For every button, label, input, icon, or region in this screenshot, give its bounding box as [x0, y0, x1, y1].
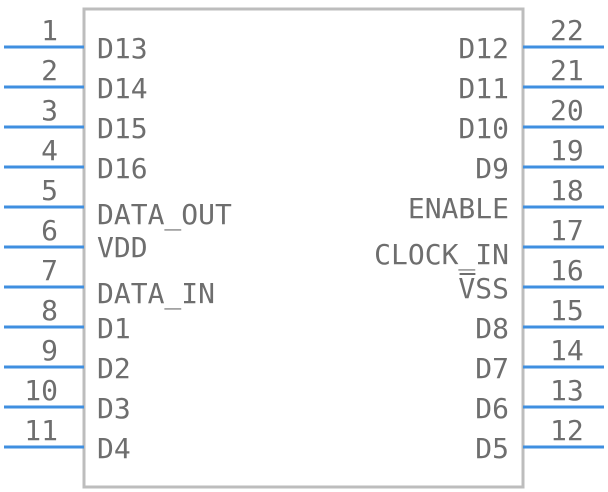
pin-label-4: D16 — [97, 152, 148, 185]
pin-number-11: 11 — [24, 414, 58, 447]
pin-label-13: D6 — [475, 392, 509, 425]
pin-label-12: D5 — [475, 432, 509, 465]
pin-label-14: D7 — [475, 352, 509, 385]
pin-number-18: 18 — [550, 174, 584, 207]
pin-number-5: 5 — [41, 174, 58, 207]
pin-label-6: VDD — [97, 231, 148, 264]
pin-label-21: D11 — [458, 72, 509, 105]
pin-number-6: 6 — [41, 214, 58, 247]
pin-label-8: D1 — [97, 312, 131, 345]
pin-label-9: D2 — [97, 352, 131, 385]
pin-number-1: 1 — [41, 14, 58, 47]
pin-number-21: 21 — [550, 54, 584, 87]
pin-label-5: DATA_OUT — [97, 198, 232, 232]
pin-label-22: D12 — [458, 32, 509, 65]
pin-number-17: 17 — [550, 214, 584, 247]
pin-label-16: VSS — [458, 272, 509, 305]
pin-number-15: 15 — [550, 294, 584, 327]
pin-number-3: 3 — [41, 94, 58, 127]
pin-number-10: 10 — [24, 374, 58, 407]
pin-number-13: 13 — [550, 374, 584, 407]
pin-label-7: DATA_IN — [97, 277, 215, 311]
pin-label-2: D14 — [97, 72, 148, 105]
pin-number-8: 8 — [41, 294, 58, 327]
pin-number-20: 20 — [550, 94, 584, 127]
pin-label-18: ENABLE — [408, 192, 509, 225]
pin-number-16: 16 — [550, 254, 584, 287]
pin-number-19: 19 — [550, 134, 584, 167]
ic-body-outline — [82, 7, 525, 489]
pin-label-15: D8 — [475, 312, 509, 345]
pin-number-12: 12 — [550, 414, 584, 447]
pin-label-19: D9 — [475, 152, 509, 185]
pin-number-2: 2 — [41, 54, 58, 87]
pin-number-22: 22 — [550, 14, 584, 47]
pin-label-11: D4 — [97, 432, 131, 465]
pin-number-7: 7 — [41, 254, 58, 287]
pin-label-3: D15 — [97, 112, 148, 145]
pin-number-14: 14 — [550, 334, 584, 367]
pin-label-10: D3 — [97, 392, 131, 425]
pin-label-17: CLOCK_IN — [374, 238, 509, 272]
pin-label-1: D13 — [97, 32, 148, 65]
pin-number-4: 4 — [41, 134, 58, 167]
pin-number-9: 9 — [41, 334, 58, 367]
pin-label-20: D10 — [458, 112, 509, 145]
